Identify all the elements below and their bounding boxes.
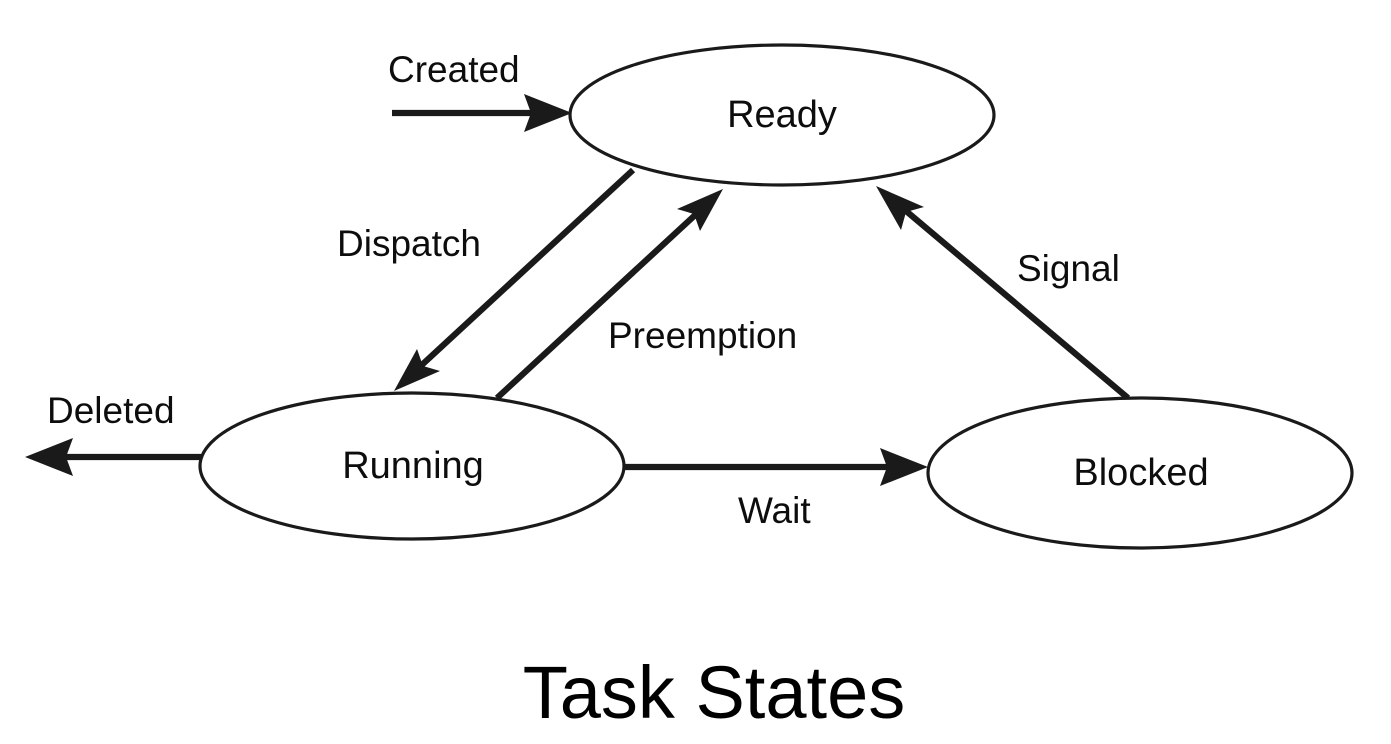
edge-label-dispatch: Dispatch — [337, 223, 481, 264]
edge-dispatch-line — [409, 167, 636, 377]
node-ready[interactable]: Ready — [568, 43, 996, 187]
edge-preemption-line — [494, 202, 709, 401]
edge-signal-arrowhead — [876, 186, 924, 230]
node-ready-ellipse[interactable] — [568, 43, 996, 187]
node-blocked-label: Blocked — [1073, 452, 1208, 494]
edge-preemption — [494, 189, 723, 401]
edge-deleted — [25, 438, 201, 476]
edge-label-signal: Signal — [1017, 248, 1120, 289]
edge-wait — [624, 448, 928, 486]
edge-dispatch-arrowhead — [394, 349, 440, 391]
edge-created — [392, 94, 572, 132]
edge-dispatch — [394, 167, 636, 391]
edge-signal — [876, 186, 1130, 401]
node-running-ellipse[interactable] — [198, 391, 626, 541]
node-blocked[interactable]: Blocked — [926, 396, 1354, 550]
edge-label-wait: Wait — [738, 490, 811, 531]
node-running-label: Running — [342, 445, 484, 487]
edge-label-created: Created — [388, 49, 520, 90]
node-blocked-ellipse[interactable] — [926, 396, 1354, 550]
edge-label-deleted: Deleted — [47, 390, 175, 431]
node-ready-label: Ready — [727, 94, 837, 136]
edge-created-arrowhead — [524, 94, 572, 132]
node-running[interactable]: Running — [198, 391, 626, 541]
edge-signal-line — [891, 197, 1130, 401]
diagram-title: Task States — [523, 651, 906, 734]
edge-label-preemption: Preemption — [608, 315, 797, 356]
edge-wait-arrowhead — [880, 448, 928, 486]
edge-preemption-arrowhead — [677, 189, 723, 231]
edge-deleted-arrowhead — [25, 438, 73, 476]
